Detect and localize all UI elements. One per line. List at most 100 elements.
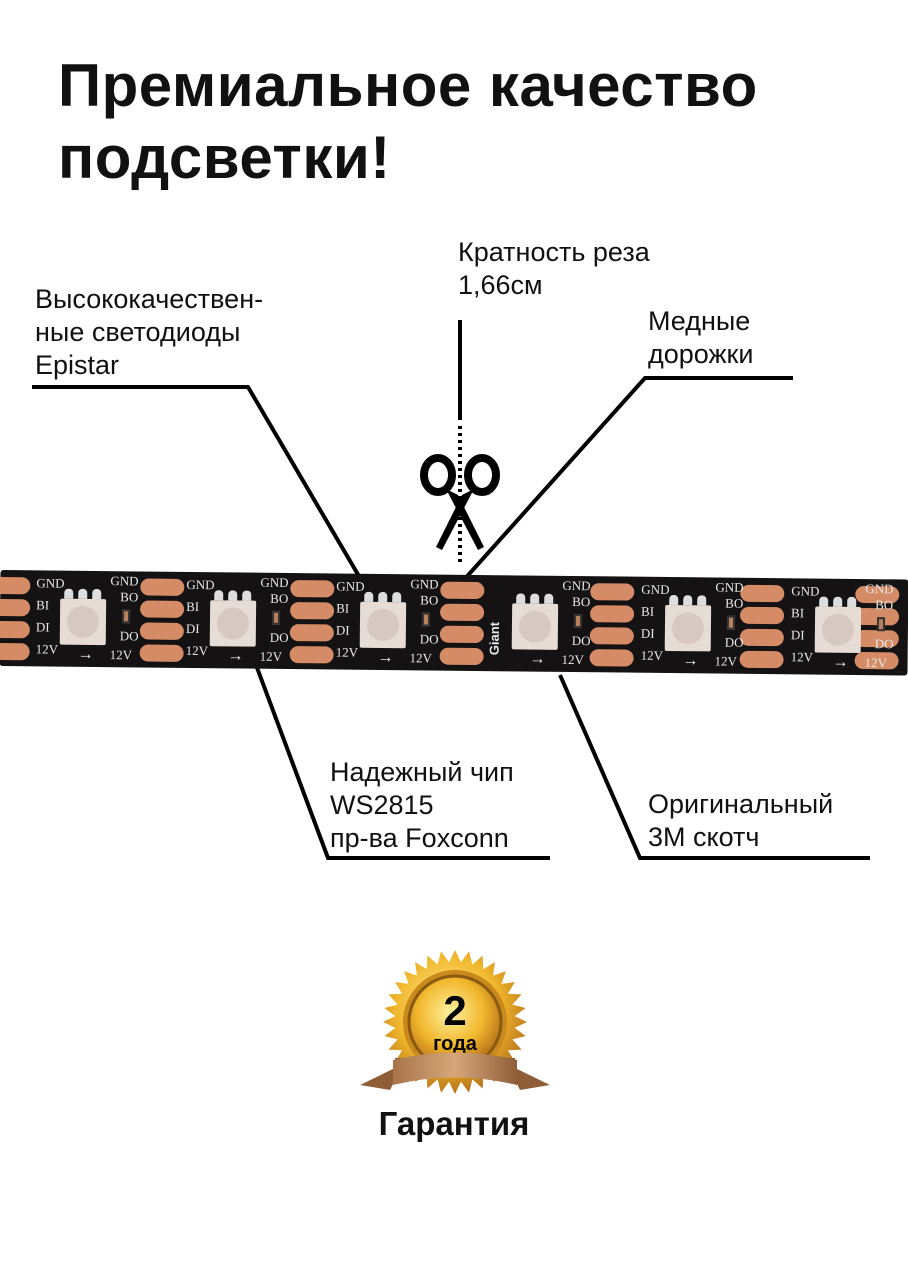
copper-pad <box>0 620 30 639</box>
direction-arrow-icon: → <box>529 650 546 668</box>
copper-callout: Медные дорожки <box>648 306 754 369</box>
pad-label: GND <box>260 574 289 591</box>
pad-label: GND <box>110 573 139 589</box>
pad-label: DO <box>874 636 894 652</box>
direction-arrow-icon: → <box>377 648 394 667</box>
led-pin <box>92 588 102 600</box>
pad-label: GND <box>186 576 215 593</box>
pad-label: 12V <box>109 647 133 663</box>
led-pin <box>697 595 707 606</box>
pad-label: BO <box>270 590 289 607</box>
copper-pad <box>290 580 335 598</box>
resistor <box>421 612 431 627</box>
pad-label: 12V <box>335 644 359 660</box>
pad-label: 12V <box>259 648 283 664</box>
pad-label: BI <box>36 597 50 613</box>
led-pin <box>364 591 374 602</box>
pad-label: DO <box>571 632 591 649</box>
led-pin <box>516 593 526 604</box>
resistor <box>121 609 131 624</box>
pad-label: DO <box>419 631 439 647</box>
led-pin <box>544 593 554 604</box>
led-pin <box>847 596 857 607</box>
brand-logo: Giant <box>486 621 502 656</box>
led-chip <box>664 604 712 652</box>
pad-label: DI <box>640 625 655 641</box>
led-pin <box>242 590 252 601</box>
led-pin <box>214 590 224 601</box>
pad-label: GND <box>791 583 820 599</box>
copper-pad <box>439 603 485 622</box>
pad-label: DO <box>724 634 744 650</box>
led-pin <box>78 588 88 599</box>
copper-pad <box>0 642 30 661</box>
cut-callout: Кратность реза 1,66см <box>458 237 650 300</box>
led-pin <box>819 596 829 607</box>
led-chip <box>59 598 107 646</box>
pad-label: 12V <box>561 651 585 668</box>
copper-pad <box>139 644 184 662</box>
resistor <box>573 614 583 629</box>
pad-label: 12V <box>409 650 433 666</box>
copper-pad <box>739 650 784 669</box>
led-pin <box>833 596 843 607</box>
copper-pad <box>289 646 334 664</box>
copper-pad <box>139 622 184 640</box>
led-pin <box>530 593 540 604</box>
copper-pad <box>290 602 335 620</box>
led-chip <box>814 606 862 654</box>
leds-callout: Высококачествен- ные светодиоды Epistar <box>35 284 264 380</box>
pad-label: GND <box>641 581 670 598</box>
pad-label: 12V <box>640 647 664 663</box>
led-pin <box>378 591 388 603</box>
copper-pad <box>739 628 784 647</box>
copper-pad <box>589 605 635 623</box>
pad-label: BI <box>791 605 805 621</box>
copper-pad <box>589 649 634 667</box>
tape-callout: Оригинальный 3М скотч <box>648 789 834 852</box>
pad-label: DI <box>790 627 805 643</box>
page-title: Премиальное качество подсветки! <box>58 52 758 191</box>
direction-arrow-icon: → <box>77 645 94 663</box>
copper-pad <box>0 598 31 617</box>
copper-pad <box>589 627 634 645</box>
chip-callout-line <box>238 621 550 860</box>
led-chip <box>359 601 407 649</box>
led-pin <box>228 590 238 601</box>
copper-pad <box>440 581 485 600</box>
warranty-label: Гарантия <box>378 1105 530 1142</box>
copper-pad <box>289 624 334 642</box>
warranty-unit: года <box>433 1033 478 1055</box>
pad-label: GND <box>562 577 591 594</box>
pad-label: BI <box>186 598 200 615</box>
copper-pad <box>590 583 635 601</box>
leds-callout-line <box>32 385 382 614</box>
pad-label: DO <box>119 628 139 644</box>
led-pin <box>392 592 402 603</box>
direction-arrow-icon: → <box>832 653 849 671</box>
resistor <box>876 617 886 632</box>
direction-arrow-icon: → <box>682 652 699 670</box>
pad-label: DI <box>335 622 350 638</box>
copper-pad <box>439 647 484 666</box>
copper-pad <box>439 625 484 644</box>
pad-label: BO <box>572 593 591 610</box>
pad-label: DI <box>185 620 200 637</box>
pad-label: GND <box>336 578 365 594</box>
copper-callout-line <box>460 376 793 584</box>
resistor <box>726 615 736 630</box>
pad-label: BO <box>725 595 744 611</box>
pad-label: DO <box>269 629 289 646</box>
pad-label: 12V <box>35 641 59 657</box>
pad-label: GND <box>715 579 744 595</box>
led-pin <box>64 588 74 599</box>
copper-pad <box>140 600 185 618</box>
scissors-icon <box>420 454 500 550</box>
pad-label: BO <box>120 589 139 605</box>
pad-label: BO <box>875 597 894 613</box>
pad-label: GND <box>865 581 894 597</box>
chip-callout: Надежный чип WS2815 пр-ва Foxconn <box>330 757 514 853</box>
warranty-years: 2 <box>443 987 466 1034</box>
